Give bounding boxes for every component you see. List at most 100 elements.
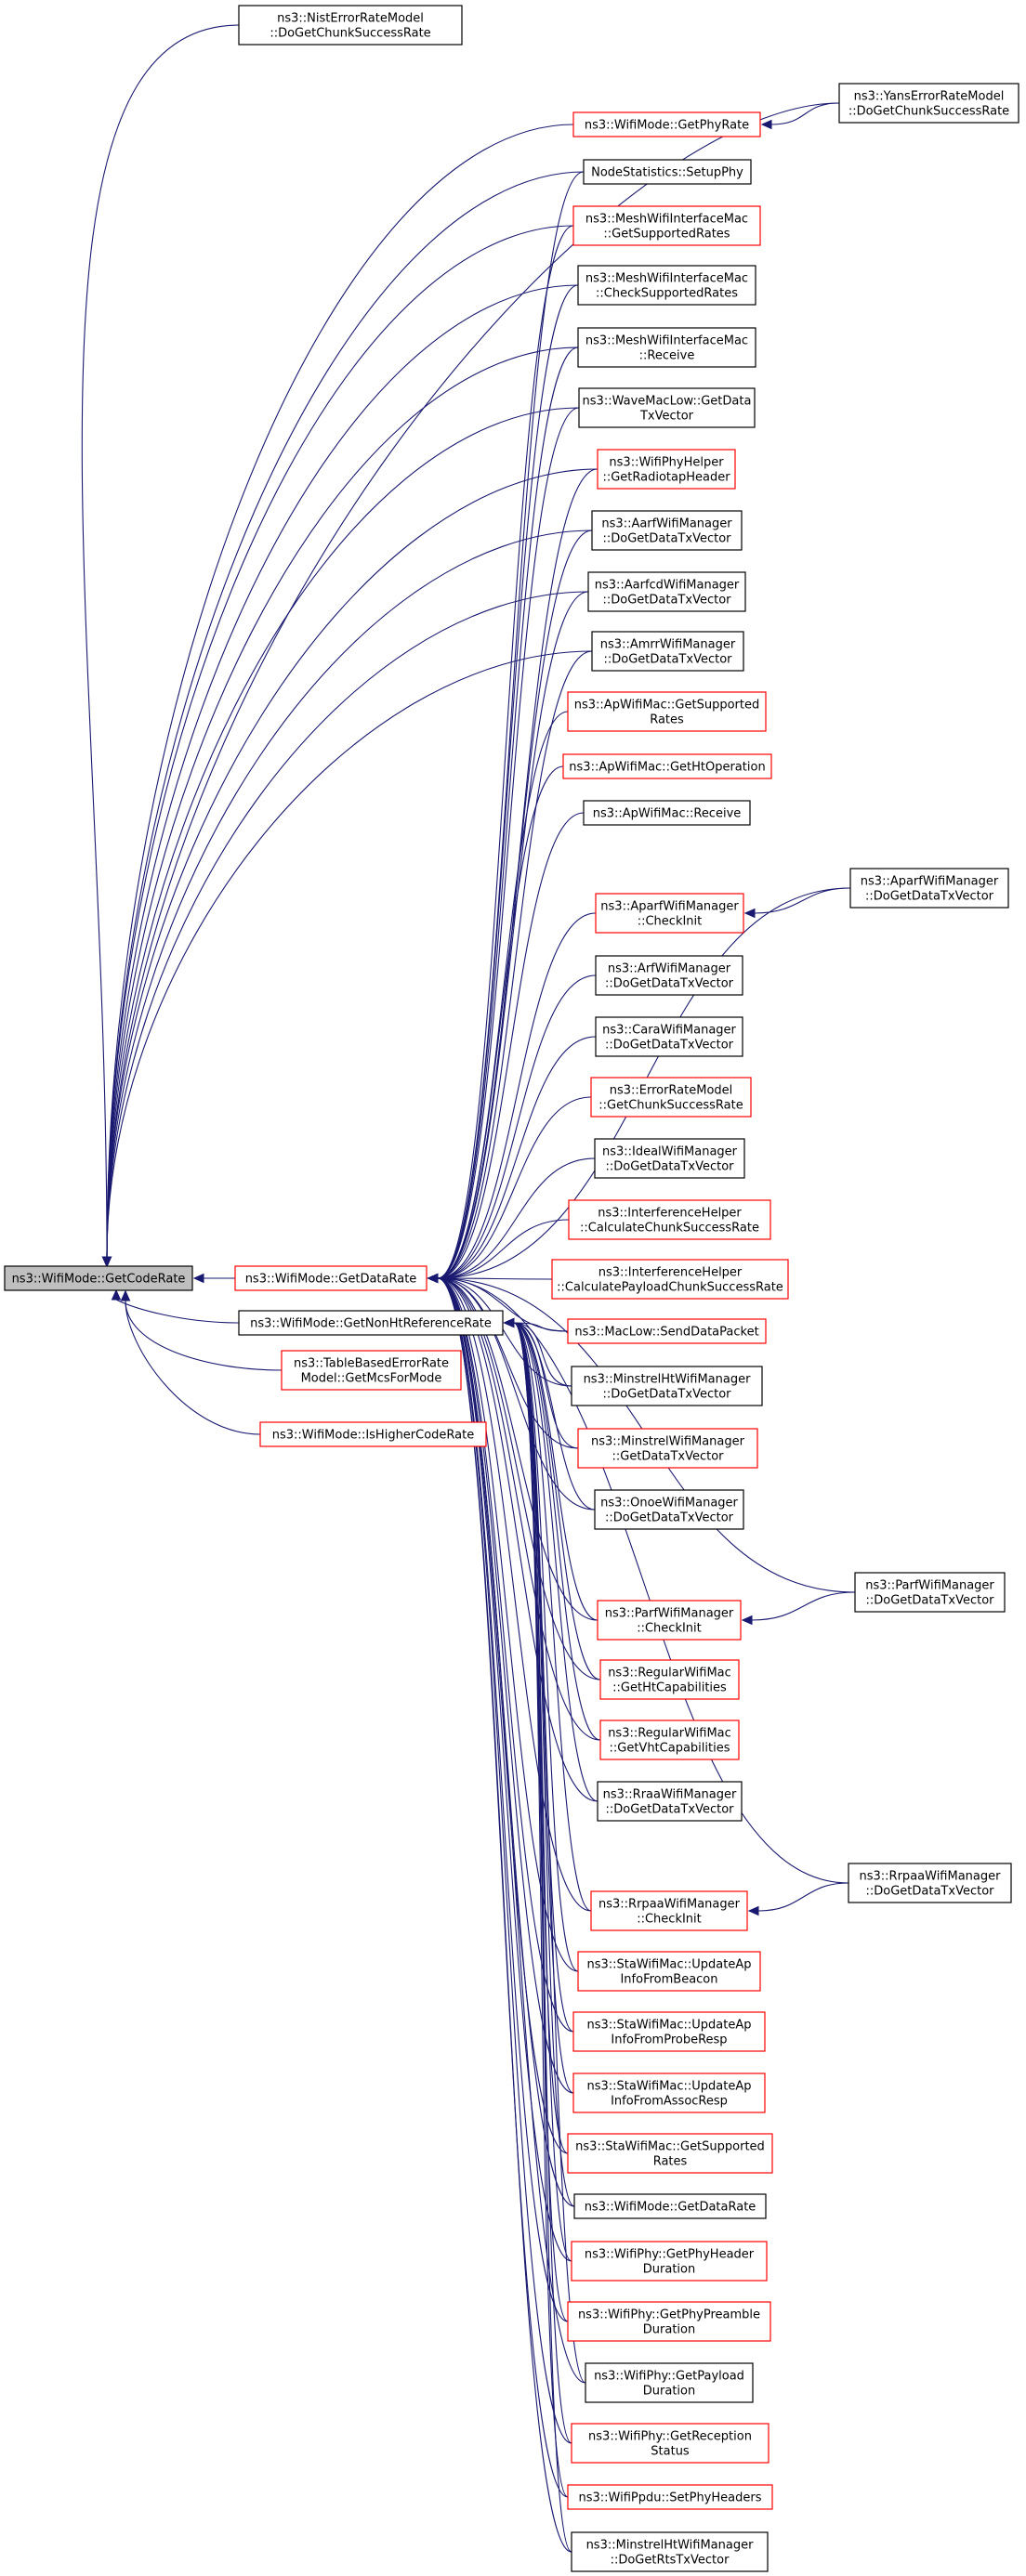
edge-c12-to-getdatarate xyxy=(437,812,585,1279)
arrowhead xyxy=(741,1615,753,1626)
node-box xyxy=(567,1318,767,1344)
node-ns3-onoewifimanager-dogetdatatxvector[interactable]: ns3::OnoeWifiManager::DoGetDataTxVector xyxy=(594,1489,744,1530)
node-ns3-minstrelhtwifimanager-dogetdatatxvector[interactable]: ns3::MinstrelHtWifiManager::DoGetDataTxV… xyxy=(571,1366,763,1406)
node-ns3-wavemaclow-getdata-txvector[interactable]: ns3::WaveMacLow::GetDataTxVector xyxy=(578,387,756,428)
node-label-line: ns3::CaraWifiManager xyxy=(602,1024,736,1038)
node-label-line: InfoFromProbeResp xyxy=(611,2033,727,2047)
node-ns3-interferencehelper-calculatepayloadchunksuccessrate[interactable]: ns3::InterferenceHelper::CalculatePayloa… xyxy=(551,1259,789,1300)
node-label-line: ns3::MeshWifiInterfaceMac xyxy=(585,272,748,286)
node-ns3-wifimode-getphyrate[interactable]: ns3::WifiMode::GetPhyRate xyxy=(572,111,761,137)
node-ns3-stawifimac-getsupported-rates[interactable]: ns3::StaWifiMac::GetSupportedRates xyxy=(567,2133,773,2174)
node-ns3-stawifimac-updateap-infofromassocresp[interactable]: ns3::StaWifiMac::UpdateApInfoFromAssocRe… xyxy=(572,2073,766,2113)
nodes-layer: ns3::WifiMode::GetCodeRate ns3::NistError… xyxy=(4,5,1019,2572)
node-box xyxy=(595,893,744,934)
node-ns3-rrpaawifimanager-checkinit[interactable]: ns3::RrpaaWifiManager::CheckInit xyxy=(590,1890,748,1931)
node-ns3-aarfwifimanager-dogetdatatxvector[interactable]: ns3::AarfWifiManager::DoGetDataTxVector xyxy=(591,510,743,551)
node-ns3-wifippdu-setphyheaders[interactable]: ns3::WifiPpdu::SetPhyHeaders xyxy=(567,2484,773,2510)
edge-c2-to-getdatarate xyxy=(437,225,574,1279)
node-label-line: ::DoGetDataTxVector xyxy=(866,1594,995,1608)
node-ns3-idealwifimanager-dogetdatatxvector[interactable]: ns3::IdealWifiManager::DoGetDataTxVector xyxy=(594,1138,745,1179)
node-label-line: ::GetDataTxVector xyxy=(612,1450,724,1464)
node-box xyxy=(599,1720,740,1760)
edge-tablebased-to-root xyxy=(125,1300,283,1371)
node-label-line: ns3::RegularWifiMac xyxy=(608,1727,731,1741)
arrowhead xyxy=(192,1273,204,1284)
edge-c26-to-getdatarate xyxy=(437,1277,601,1741)
node-label-line: ns3::StaWifiMac::UpdateAp xyxy=(586,2019,751,2033)
node-ns3-minstrelhtwifimanager-dogetrtstxvector[interactable]: ns3::MinstrelHtWifiManager::DoGetRtsTxVe… xyxy=(571,2531,769,2572)
node-label-line: Status xyxy=(651,2445,690,2459)
node-box xyxy=(567,2133,773,2174)
node-nodestatistics-setupphy[interactable]: NodeStatistics::SetupPhy xyxy=(583,159,752,185)
node-ns3-interferencehelper-calculatechunksuccessrate[interactable]: ns3::InterferenceHelper::CalculateChunkS… xyxy=(568,1199,771,1240)
node-ns3-wifiphyhelper-getradiotapheader[interactable]: ns3::WifiPhyHelper::GetRadiotapHeader xyxy=(597,449,736,490)
node-label-line: ns3::IdealWifiManager xyxy=(602,1145,738,1159)
node-box xyxy=(4,1265,193,1291)
node-label-line: ns3::AparfWifiManager xyxy=(861,875,999,889)
edge-c8-to-getdatarate xyxy=(437,591,589,1279)
edge-c21-to-getnonht xyxy=(513,1322,572,1387)
node-box xyxy=(583,800,751,826)
node-label-line: ns3::NistErrorRateModel xyxy=(277,12,424,26)
node-box xyxy=(594,1138,745,1179)
node-ns3-wifimode-getdatarate[interactable]: ns3::WifiMode::GetDataRate xyxy=(234,1265,428,1291)
node-ns3-regularwifimac-gethtcapabilities[interactable]: ns3::RegularWifiMac::GetHtCapabilities xyxy=(599,1659,740,1700)
node-label-line: ::CheckInit xyxy=(637,1913,702,1927)
edge-c2-to-root xyxy=(106,225,574,1258)
edge-c14-to-getdatarate xyxy=(437,974,597,1279)
node-box xyxy=(551,1259,789,1300)
node-ns3-tablebasederrorrate-model-getmcsformode[interactable]: ns3::TableBasedErrorRateModel::GetMcsFor… xyxy=(281,1350,462,1391)
node-ns3-carawifimanager-dogetdatatxvector[interactable]: ns3::CaraWifiManager::DoGetDataTxVector xyxy=(595,1016,743,1057)
node-ns3-stawifimac-updateap-infofromproberesp[interactable]: ns3::StaWifiMac::UpdateApInfoFromProbeRe… xyxy=(572,2011,766,2052)
node-ns3-maclow-senddatapacket[interactable]: ns3::MacLow::SendDataPacket xyxy=(567,1318,767,1344)
node-ns3-parfwifimanager-dogetdatatxvector[interactable]: ns3::ParfWifiManager::DoGetDataTxVector xyxy=(854,1572,1006,1613)
node-label-line: ns3::YansErrorRateModel xyxy=(854,90,1005,104)
node-label-line: ::Receive xyxy=(639,349,695,363)
node-ns3-meshwifiinterfacemac-receive[interactable]: ns3::MeshWifiInterfaceMac::Receive xyxy=(577,327,756,368)
edge-c16-to-getdatarate xyxy=(437,1096,592,1279)
node-ns3-wifimode-getdatarate[interactable]: ns3::WifiMode::GetDataRate xyxy=(573,2193,767,2219)
node-ns3-regularwifimac-getvhtcapabilities[interactable]: ns3::RegularWifiMac::GetVhtCapabilities xyxy=(599,1720,740,1760)
node-ns3-yanserrorratemodel-dogetchunksuccessrate[interactable]: ns3::YansErrorRateModel::DoGetChunkSucce… xyxy=(838,83,1019,124)
node-ns3-wifimode-getnonhtreferencerate[interactable]: ns3::WifiMode::GetNonHtReferenceRate xyxy=(238,1310,504,1336)
node-ns3-rraawifimanager-dogetdatatxvector[interactable]: ns3::RraaWifiManager::DoGetDataTxVector xyxy=(597,1781,743,1822)
node-label-line: ns3::ApWifiMac::GetHtOperation xyxy=(569,761,765,775)
node-label-line: ns3::RrpaaWifiManager xyxy=(598,1898,741,1912)
node-label-line: ns3::AparfWifiManager xyxy=(600,900,739,914)
node-ns3-meshwifiinterfacemac-getsupportedrates[interactable]: ns3::MeshWifiInterfaceMac::GetSupportedR… xyxy=(572,205,761,246)
edge-c23-to-getnonht xyxy=(513,1322,596,1510)
node-ns3-rrpaawifimanager-dogetdatatxvector[interactable]: ns3::RrpaaWifiManager::DoGetDataTxVector xyxy=(848,1863,1012,1903)
edge-c21-to-getdatarate xyxy=(437,1277,572,1387)
node-ns3-nisterrorratemodel-dogetchunksuccessrate[interactable]: ns3::NistErrorRateModel::DoGetChunkSucce… xyxy=(238,5,463,46)
arrowhead xyxy=(427,1273,439,1284)
node-ns3-apwifimac-getsupported-rates[interactable]: ns3::ApWifiMac::GetSupportedRates xyxy=(567,691,767,732)
edge-c39-to-getdatarate xyxy=(437,1277,572,2553)
node-box xyxy=(590,1890,748,1931)
node-box xyxy=(562,753,772,779)
node-ns3-apwifimac-gethtoperation[interactable]: ns3::ApWifiMac::GetHtOperation xyxy=(562,753,772,779)
node-ns3-aparfwifimanager-dogetdatatxvector[interactable]: ns3::AparfWifiManager::DoGetDataTxVector xyxy=(849,868,1009,909)
node-box xyxy=(234,1265,428,1291)
node-ns3-wifimode-ishighercoderate[interactable]: ns3::WifiMode::IsHigherCodeRate xyxy=(259,1421,487,1447)
node-ns3-minstrelwifimanager-getdatatxvector[interactable]: ns3::MinstrelWifiManager::GetDataTxVecto… xyxy=(577,1428,758,1469)
node-ns3-wifimode-getcoderate[interactable]: ns3::WifiMode::GetCodeRate xyxy=(4,1265,193,1291)
node-label-line: Duration xyxy=(643,2263,695,2277)
node-box xyxy=(597,1781,743,1822)
node-ns3-arfwifimanager-dogetdatatxvector[interactable]: ns3::ArfWifiManager::DoGetDataTxVector xyxy=(595,955,743,996)
node-ns3-aparfwifimanager-checkinit[interactable]: ns3::AparfWifiManager::CheckInit xyxy=(595,893,744,934)
edge-c25-to-getnonht xyxy=(513,1322,601,1680)
node-label-line: ns3::MinstrelHtWifiManager xyxy=(584,1373,752,1387)
node-ns3-errorratemodel-getchunksuccessrate[interactable]: ns3::ErrorRateModel::GetChunkSuccessRate xyxy=(590,1077,752,1118)
node-ns3-apwifimac-receive[interactable]: ns3::ApWifiMac::Receive xyxy=(583,800,751,826)
arrowhead xyxy=(101,1256,112,1268)
edge-c11-to-getdatarate xyxy=(437,765,564,1279)
node-ns3-meshwifiinterfacemac-checksupportedrates[interactable]: ns3::MeshWifiInterfaceMac::CheckSupporte… xyxy=(577,265,756,306)
node-ns3-amrrwifimanager-dogetdatatxvector[interactable]: ns3::AmrrWifiManager::DoGetDataTxVector xyxy=(591,631,744,672)
node-ns3-aarfcdwifimanager-dogetdatatxvector[interactable]: ns3::AarfcdWifiManager::DoGetDataTxVecto… xyxy=(587,571,746,612)
node-ns3-parfwifimanager-checkinit[interactable]: ns3::ParfWifiManager::CheckInit xyxy=(597,1600,742,1641)
